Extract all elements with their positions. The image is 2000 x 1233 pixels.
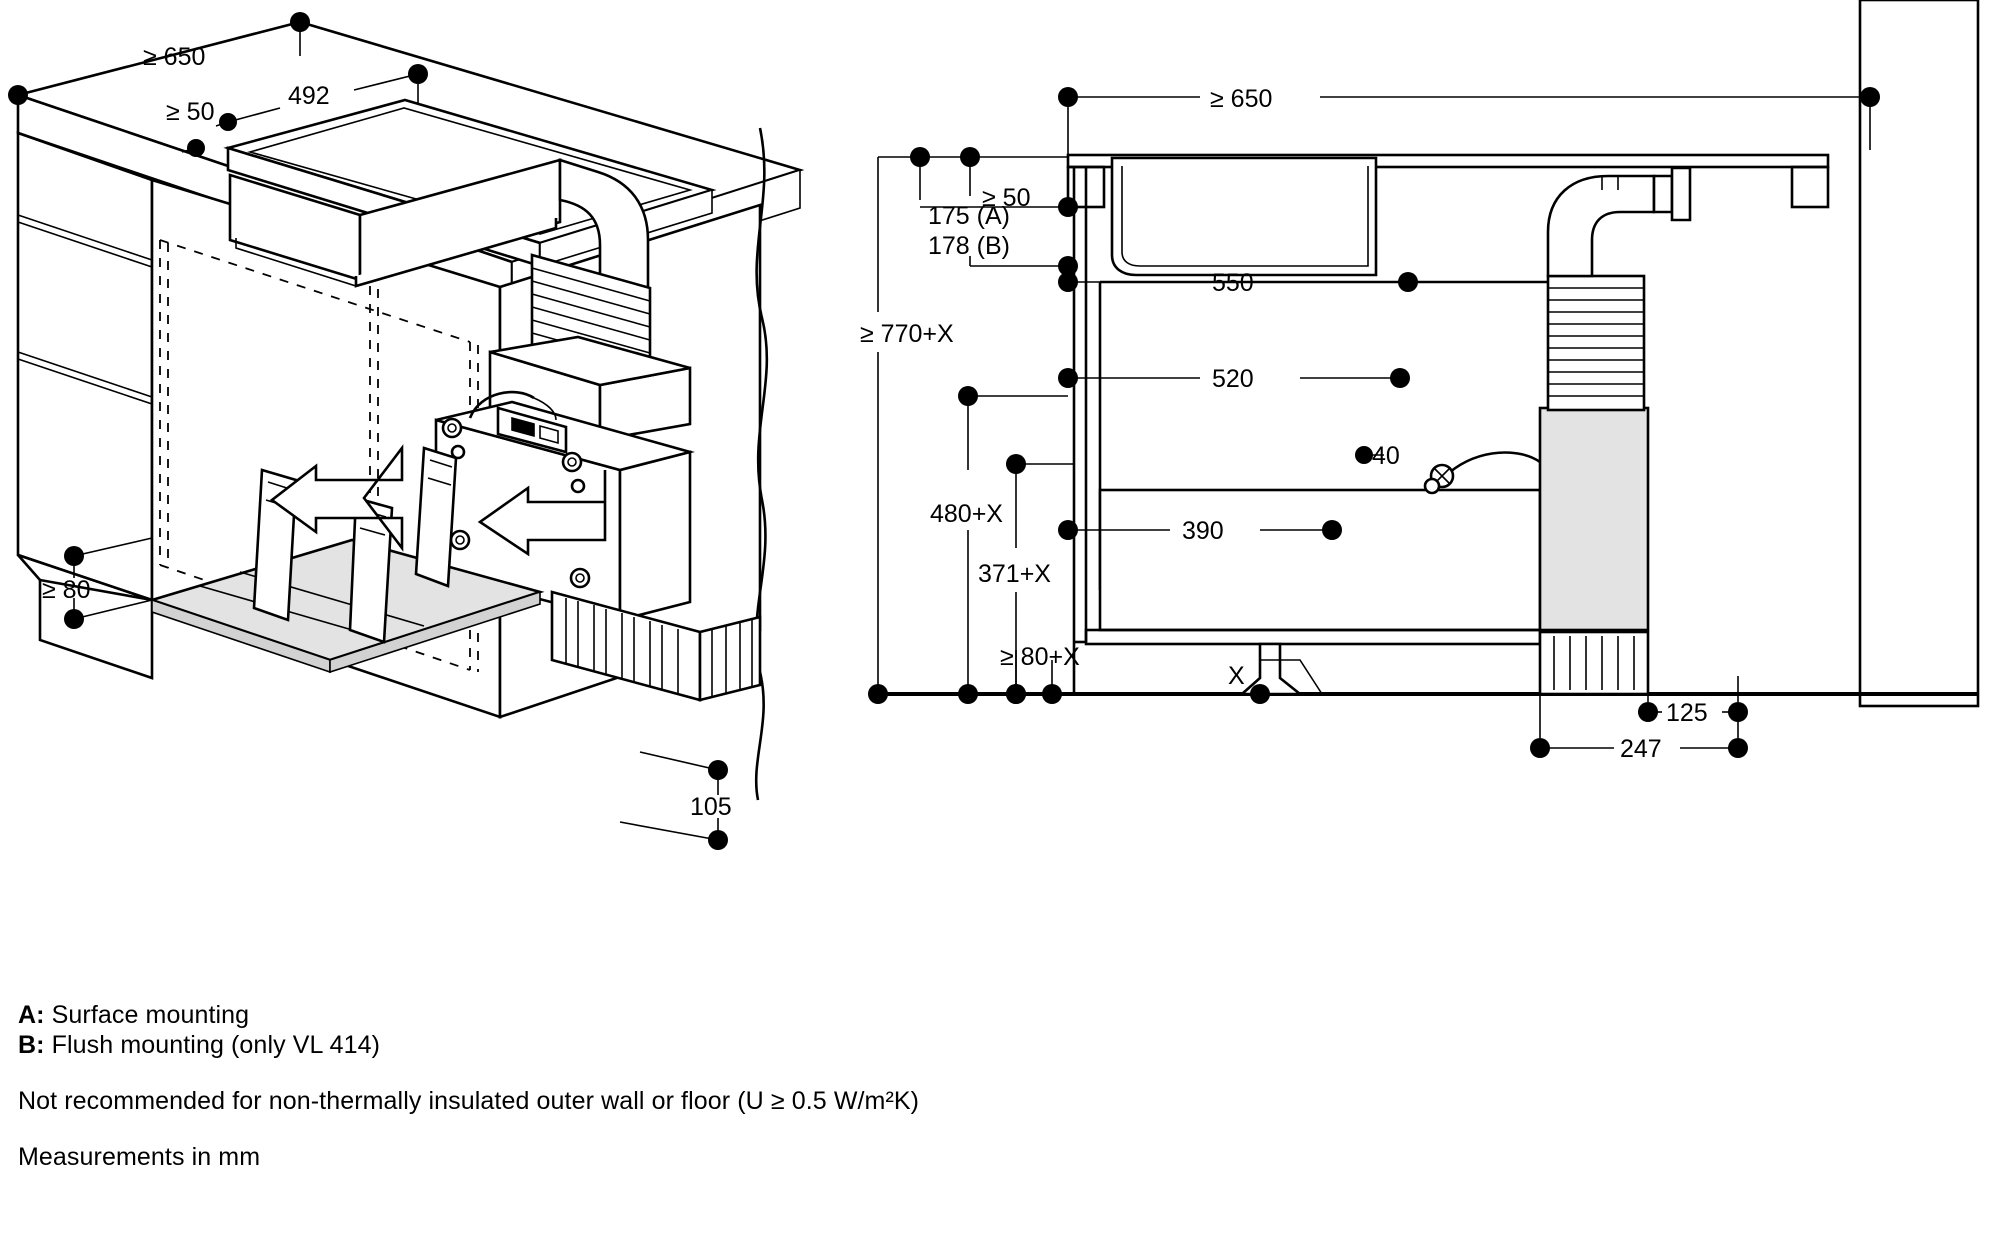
dimension-label-520: 520 <box>1212 365 1254 393</box>
dimension-125: 125 <box>1638 676 1748 727</box>
dimension-label-650-right: ≥ 650 <box>1210 85 1272 113</box>
dimension-492: 492 <box>227 64 428 123</box>
dimension-175-178: 175 (A) 178 (B) <box>910 147 1068 266</box>
dimension-650-left: ≥ 650 <box>8 12 310 128</box>
duct-elbow <box>1546 166 1692 278</box>
measurements-note: Measurements in mm <box>18 1143 261 1171</box>
dimension-550: 550 <box>1058 269 1418 297</box>
dimension-label-40: 40 <box>1372 442 1400 470</box>
dimension-label-105: 105 <box>690 793 732 821</box>
dimension-label-650-left: ≥ 650 <box>143 43 205 71</box>
notes-block: A: Surface mounting B: Flush mounting (o… <box>18 1000 1118 1172</box>
dimension-label-125: 125 <box>1666 699 1708 727</box>
dimension-80x: ≥ 80+X <box>1000 643 1080 704</box>
legend-block: A: Surface mounting B: Flush mounting (o… <box>18 1000 1118 1060</box>
dimension-label-390: 390 <box>1182 517 1224 545</box>
dimension-80-left: ≥ 80 <box>42 537 153 629</box>
dimension-105: 105 <box>619 751 732 850</box>
dimension-label-x: X <box>1228 662 1245 690</box>
exterior-brick-wall <box>1858 0 1980 708</box>
left-isometric-diagram: ≥ 650 ≥ 50 492 ≥ 80 <box>8 12 805 850</box>
lower-appliance-box <box>1084 488 1542 696</box>
dimension-label-480x: 480+X <box>930 500 1003 528</box>
dimension-40: 40 <box>1355 442 1400 470</box>
dimension-label-80x: ≥ 80+X <box>1000 643 1080 671</box>
dimension-x: X <box>1228 659 1323 704</box>
legend-line-a: A: Surface mounting <box>18 1000 1118 1030</box>
legend-line-b: B: Flush mounting (only VL 414) <box>18 1030 1118 1060</box>
dimension-50-right: ≥ 50 <box>920 184 1078 276</box>
legend-key-a: A: <box>18 1001 45 1029</box>
dimension-label-50-left: ≥ 50 <box>166 98 214 126</box>
dimension-label-247: 247 <box>1620 735 1662 763</box>
right-section-diagram: ≥ 650 ≥ 50 175 (A) 178 (B) 550 <box>860 0 1980 763</box>
warning-note: Not recommended for non-thermally insula… <box>18 1087 920 1115</box>
dimension-label-80-left: ≥ 80 <box>42 576 90 604</box>
dimension-label-175a: 175 (A) <box>928 202 1010 230</box>
legend-text-b: Flush mounting (only VL 414) <box>44 1031 381 1059</box>
dimension-label-50-right: ≥ 50 <box>982 184 1030 212</box>
dimension-247: 247 <box>1530 694 1748 763</box>
dimension-770x: ≥ 770+X <box>860 156 954 704</box>
cabinet-section-outline <box>1072 167 1088 694</box>
dimension-label-770x: ≥ 770+X <box>860 320 954 348</box>
legend-text-a: Surface mounting <box>44 1001 250 1029</box>
duct-riser-column <box>1538 406 1650 696</box>
electrical-connection <box>1423 451 1541 495</box>
hob-trough-section <box>1110 156 1378 277</box>
assembly-arrows <box>269 444 607 557</box>
dimension-390: 390 <box>1058 517 1342 545</box>
dimension-480x: 480+X <box>930 386 1068 704</box>
vent-grille <box>550 590 762 702</box>
dimension-650-right: ≥ 650 <box>1058 85 1880 155</box>
dimension-label-550: 550 <box>1212 269 1254 297</box>
dimension-520: 520 <box>1058 365 1410 393</box>
dimension-label-178b: 178 (B) <box>928 232 1010 260</box>
dimension-50-left: ≥ 50 <box>166 98 237 157</box>
duct-flexible-section <box>1546 274 1646 412</box>
dimension-label-371x: 371+X <box>978 560 1051 588</box>
dimension-label-492: 492 <box>288 82 330 110</box>
wall-cut-edge <box>754 127 769 801</box>
legend-key-b: B: <box>18 1031 45 1059</box>
